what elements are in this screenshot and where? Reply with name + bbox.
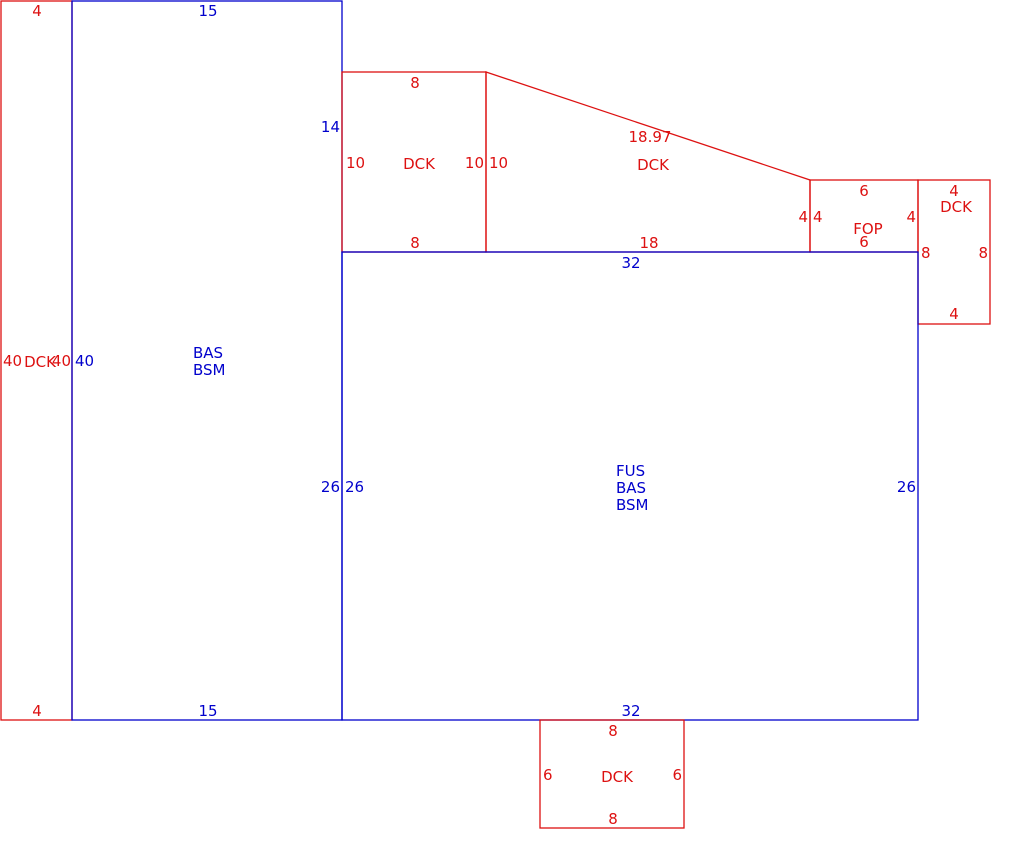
top-deck-small-area: DCK 8 8 10 10 — [341, 71, 487, 253]
left-bas-dim-right-upper: 14 — [321, 118, 340, 136]
main-fus-dim-left: 26 — [345, 478, 364, 496]
bottom-deck-code: DCK — [601, 768, 634, 786]
fop-area: FOP 6 6 4 4 — [809, 179, 919, 253]
left-bas-dim-bottom: 15 — [198, 702, 217, 720]
top-deck-small-dim-right: 10 — [465, 154, 484, 172]
left-bas-area: BAS BSM 15 15 40 14 26 — [71, 0, 343, 721]
main-fus-dim-top: 32 — [621, 254, 640, 272]
left-bas-dim-left: 40 — [75, 352, 94, 370]
main-fus-code-3: BSM — [616, 496, 649, 514]
right-deck-area: DCK 4 4 8 8 — [917, 179, 991, 325]
left-deck-code: DCK — [24, 353, 57, 371]
main-fus-code-2: BAS — [616, 479, 646, 497]
left-bas-code-1: BAS — [193, 344, 223, 362]
main-fus-code-1: FUS — [616, 462, 645, 480]
right-deck-dim-left: 8 — [921, 244, 931, 262]
top-deck-trapezoid-dim-bottom: 18 — [639, 234, 658, 252]
bottom-deck-area: DCK 8 8 6 6 — [539, 719, 685, 829]
top-deck-small-dim-top: 8 — [410, 74, 420, 92]
bottom-deck-dim-bottom: 8 — [608, 810, 618, 828]
top-deck-small-code: DCK — [403, 155, 436, 173]
main-fus-area: FUS BAS BSM 32 32 26 26 — [341, 251, 919, 721]
main-fus-dim-right: 26 — [897, 478, 916, 496]
right-deck-dim-top: 4 — [949, 182, 959, 200]
bottom-deck-outline — [539, 719, 685, 829]
top-deck-trapezoid-area: DCK 18.97 18 10 4 — [485, 71, 811, 253]
top-deck-trapezoid-code: DCK — [637, 156, 670, 174]
fop-code: FOP — [853, 220, 882, 238]
left-bas-code-2: BSM — [193, 361, 226, 379]
right-deck-dim-right: 8 — [978, 244, 988, 262]
top-deck-small-dim-left: 10 — [346, 154, 365, 172]
bottom-deck-dim-right: 6 — [672, 766, 682, 784]
bottom-deck-dim-top: 8 — [608, 722, 618, 740]
left-deck-dim-left: 40 — [3, 352, 22, 370]
fop-dim-bottom: 6 — [859, 233, 869, 251]
fop-dim-top: 6 — [859, 182, 869, 200]
left-deck-dim-right: 40 — [52, 352, 71, 370]
top-deck-trapezoid-dim-slope: 18.97 — [629, 128, 672, 146]
fop-dim-left: 4 — [813, 208, 823, 226]
right-deck-code: DCK — [940, 198, 973, 216]
top-deck-trapezoid-dim-left: 10 — [489, 154, 508, 172]
left-bas-dim-right-lower: 26 — [321, 478, 340, 496]
left-deck-area: DCK 4 4 40 40 — [0, 0, 73, 721]
top-deck-trapezoid-dim-right: 4 — [798, 208, 808, 226]
fop-dim-right: 4 — [906, 208, 916, 226]
top-deck-small-dim-bottom: 8 — [410, 234, 420, 252]
left-deck-dim-bottom: 4 — [32, 702, 42, 720]
main-fus-dim-bottom: 32 — [621, 702, 640, 720]
right-deck-dim-bottom: 4 — [949, 305, 959, 323]
left-deck-dim-top: 4 — [32, 2, 42, 20]
left-bas-dim-top: 15 — [198, 2, 217, 20]
bottom-deck-dim-left: 6 — [543, 766, 553, 784]
